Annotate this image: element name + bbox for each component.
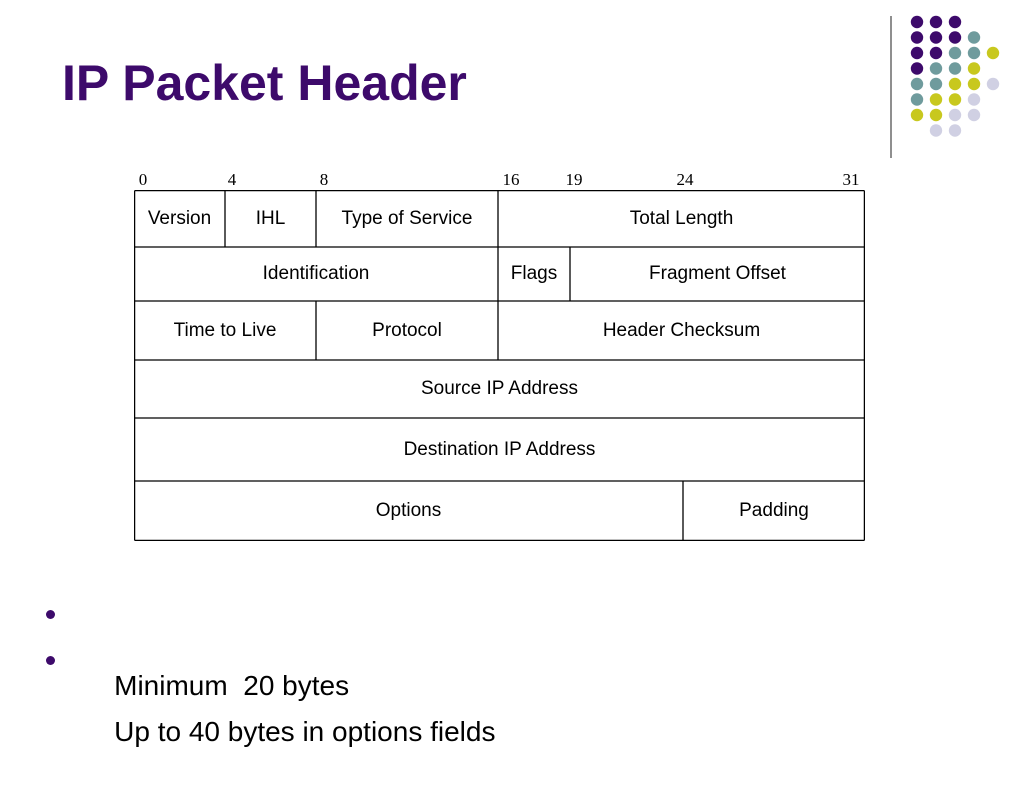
decorative-dot — [929, 62, 943, 75]
field-flags: Flags — [510, 263, 558, 284]
field-fragment-offset: Fragment Offset — [649, 263, 786, 284]
decorative-dot — [948, 124, 962, 137]
field-identification: Identification — [262, 263, 370, 284]
bit-ruler: 0 4 8 16 19 24 31 — [0, 170, 1024, 190]
bit-label-8: 8 — [319, 170, 329, 189]
field-version: Version — [147, 207, 212, 229]
bullet-text: Minimum 20 bytes — [114, 670, 350, 701]
title-divider-line — [890, 16, 892, 158]
bullet-dot-icon — [46, 610, 55, 619]
field-destination-ip-address: Destination IP Address — [403, 438, 596, 460]
field-padding: Padding — [739, 500, 809, 521]
bit-label-4: 4 — [227, 170, 237, 189]
decorative-dot — [948, 46, 962, 60]
bullet-list: Minimum 20 bytes Up to 40 bytes in optio… — [44, 596, 495, 747]
bit-label-16: 16 — [502, 170, 520, 189]
field-ihl: IHL — [255, 207, 286, 229]
decorative-dot — [929, 31, 943, 44]
decorative-dot — [910, 62, 924, 75]
decorative-dot — [948, 62, 962, 75]
decorative-dot — [948, 77, 962, 91]
decorative-dot — [929, 77, 943, 91]
decorative-dot — [967, 31, 981, 44]
slide-title: IP Packet Header — [62, 55, 467, 111]
decorative-dot — [910, 15, 924, 29]
diagram-grid-lines — [134, 190, 865, 541]
decorative-dot — [967, 93, 981, 106]
decorative-dot — [910, 93, 924, 106]
decorative-dot — [910, 31, 924, 44]
decorative-dot — [910, 108, 924, 122]
decorative-dot — [929, 124, 943, 137]
decorative-dot — [929, 46, 943, 60]
decorative-dot — [967, 108, 981, 122]
decorative-dot — [910, 46, 924, 60]
decorative-dot — [910, 77, 924, 91]
decorative-dot — [986, 77, 1000, 91]
bullet-text: Up to 40 bytes in options fields — [114, 716, 496, 747]
decorative-dot — [948, 108, 962, 122]
bullet-dot-icon — [46, 656, 55, 665]
bit-label-31: 31 — [842, 170, 860, 189]
decorative-dot-grid — [910, 15, 1000, 137]
bullet-item: Up to 40 bytes in options fields — [44, 642, 495, 747]
decorative-dot — [948, 15, 962, 29]
decorative-dot — [967, 77, 981, 91]
decorative-dot — [929, 15, 943, 29]
field-options: Options — [375, 500, 442, 521]
decorative-dot — [929, 108, 943, 122]
field-total-length: Total Length — [629, 207, 734, 229]
bit-label-19: 19 — [565, 170, 583, 189]
decorative-dot — [929, 93, 943, 106]
decorative-dot — [948, 93, 962, 106]
field-time-to-live: Time to Live — [173, 319, 277, 341]
decorative-dot — [948, 31, 962, 44]
bullet-item: Minimum 20 bytes — [44, 596, 495, 701]
field-source-ip-address: Source IP Address — [420, 378, 579, 399]
bit-label-24: 24 — [676, 170, 694, 189]
field-protocol: Protocol — [372, 319, 442, 341]
decorative-dot — [986, 46, 1000, 60]
bit-label-0: 0 — [138, 170, 148, 189]
field-type-of-service: Type of Service — [341, 207, 473, 229]
decorative-dot — [967, 62, 981, 75]
decorative-dot — [967, 46, 981, 60]
field-header-checksum: Header Checksum — [602, 319, 761, 341]
